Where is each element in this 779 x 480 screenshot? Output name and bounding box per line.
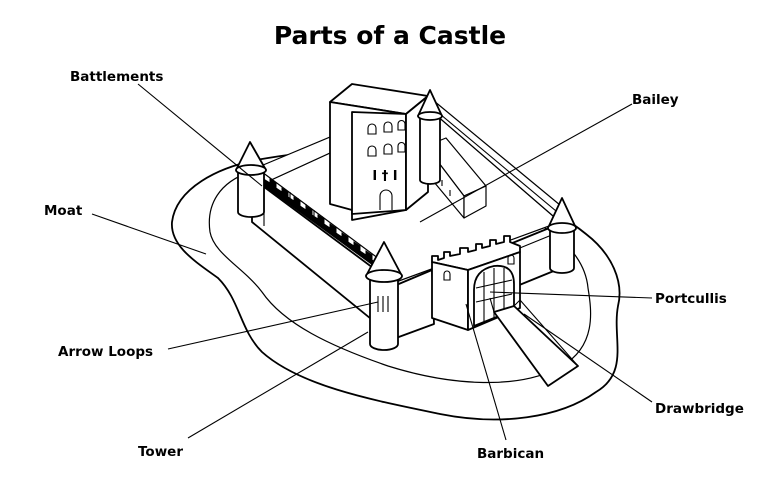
label-bailey: Bailey [632, 92, 679, 108]
label-tower: Tower [138, 444, 183, 460]
keep-arrow-slits: I † I [372, 169, 397, 184]
back-tower [417, 89, 443, 185]
leader-moat [91, 213, 207, 255]
front-tower [365, 241, 403, 351]
leader-tower [187, 331, 369, 439]
barbican [431, 235, 521, 331]
label-arrow-loops: Arrow Loops [58, 344, 153, 360]
leader-portcullis [489, 291, 653, 299]
leader-drawbridge [523, 313, 653, 403]
leader-bailey [419, 103, 633, 223]
drawbridge [489, 297, 579, 387]
label-moat: Moat [44, 203, 83, 219]
keep: I † I [329, 83, 429, 221]
label-drawbridge: Drawbridge [655, 401, 744, 417]
label-barbican: Barbican [477, 446, 544, 462]
leader-battlements [137, 83, 263, 187]
right-rear-tower [547, 197, 577, 274]
back-wall-slits [289, 192, 323, 224]
label-battlements: Battlements [70, 69, 163, 85]
label-portcullis: Portcullis [655, 291, 727, 307]
leader-barbican [465, 303, 507, 441]
leader-arrow-loops [167, 301, 379, 350]
left-rear-tower [235, 141, 267, 218]
diagram-title: Parts of a Castle [274, 21, 506, 50]
